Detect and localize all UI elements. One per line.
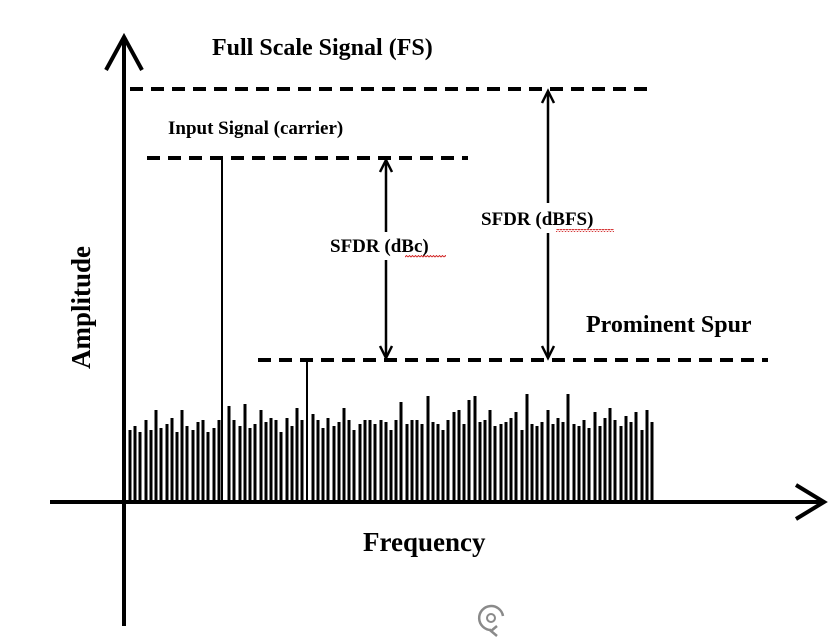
- refresh-arrow-icon: [477, 604, 505, 637]
- spellcheck-underline-dbc: [405, 255, 446, 258]
- sfdr-dbc-unit: dBc: [391, 236, 423, 257]
- axes: [50, 32, 828, 626]
- x-axis-label: Frequency: [363, 527, 486, 557]
- reference-levels: [130, 87, 768, 362]
- input-signal-label: Input Signal (carrier): [168, 118, 343, 139]
- full-scale-label: Full Scale Signal (FS): [212, 35, 433, 61]
- sfdr-dbfs-label: SFDR (dBFS): [481, 209, 593, 230]
- x-axis-arrowhead: [794, 483, 828, 521]
- noise-floor: [128, 394, 654, 500]
- spellcheck-underline-dbfs: [556, 229, 614, 232]
- sfdr-dbc-label: SFDR (dBc): [330, 236, 429, 257]
- sfdr-dbfs-label-bg: [478, 203, 624, 233]
- y-axis-label: Amplitude: [66, 246, 96, 369]
- prominent-spur-label: Prominent Spur: [586, 312, 752, 338]
- sfdr-dbfs-unit: dBFS: [542, 209, 587, 230]
- y-axis-arrowhead: [104, 32, 144, 71]
